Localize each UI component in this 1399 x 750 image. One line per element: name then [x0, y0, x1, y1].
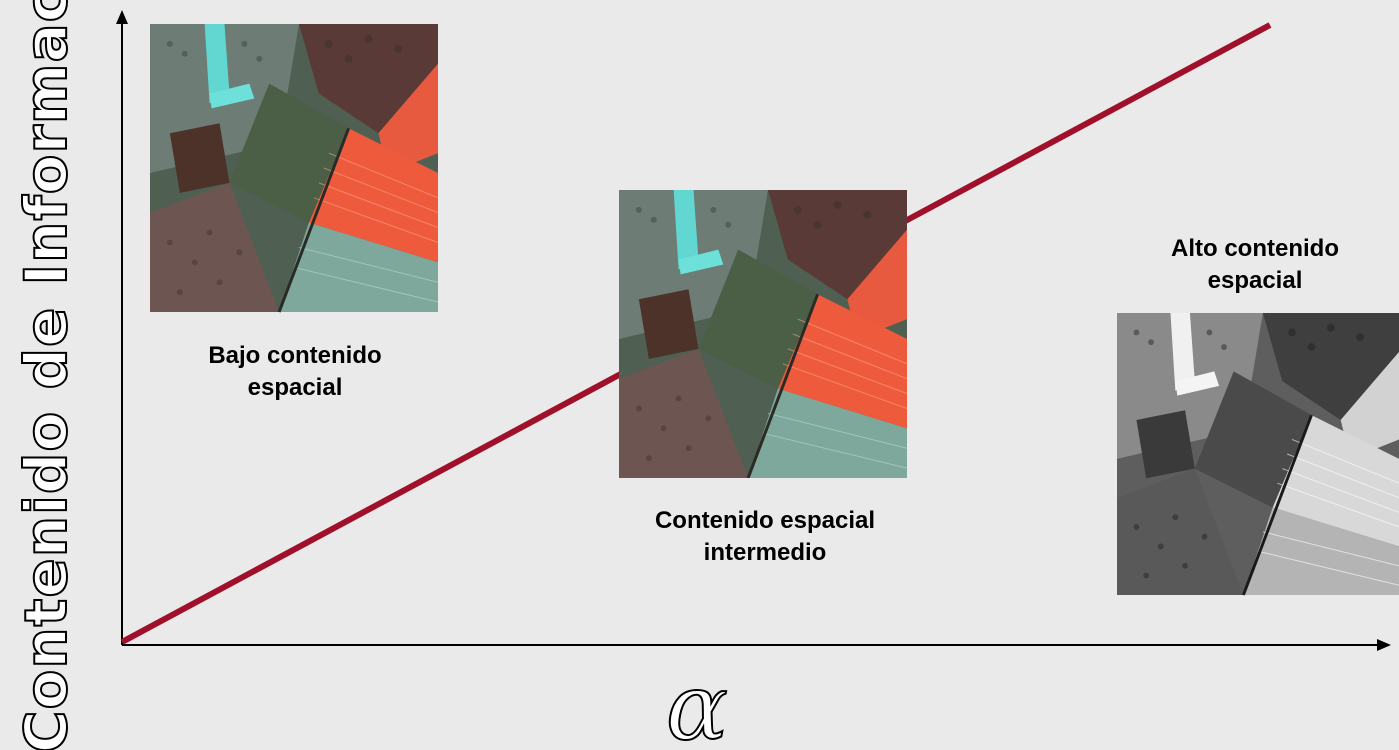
- aerial-image-high: [1117, 311, 1399, 597]
- caption-high: Alto contenido espacial: [1171, 235, 1339, 295]
- x-axis-arrowhead: [1377, 639, 1391, 651]
- aerial-image-intermediate: [618, 190, 908, 478]
- y-axis-label: Contenido de Información: [11, 0, 81, 750]
- y-axis-arrowhead: [116, 10, 128, 24]
- aerial-image-low: [150, 23, 438, 313]
- caption-low: Bajo contenido espacial: [208, 342, 382, 402]
- caption-intermediate: Contenido espacial intermedio: [654, 507, 876, 567]
- x-axis-label: α: [665, 654, 729, 750]
